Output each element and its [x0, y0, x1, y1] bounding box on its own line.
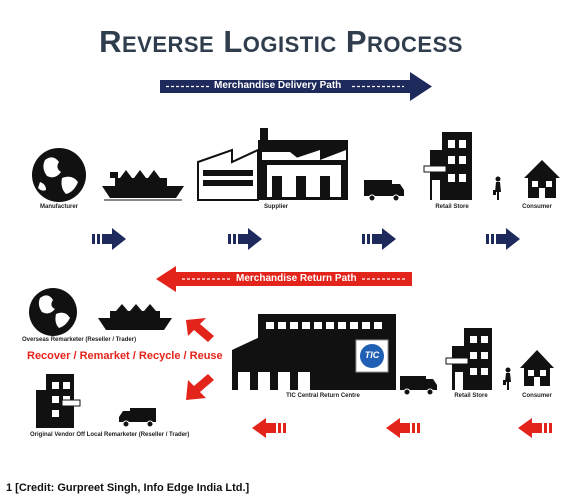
return-arrow-2 [386, 418, 420, 438]
cargo-ship-icon-overseas [98, 304, 172, 330]
label-manufacturer: Manufacturer [39, 204, 78, 210]
return-arrow-down-left [186, 374, 214, 400]
house-icon [524, 160, 560, 198]
tic-badge: TIC [364, 350, 380, 360]
delivery-truck-icon-vendor [119, 408, 156, 428]
shopper-icon [493, 176, 501, 200]
retail-store-icon-bottom [445, 328, 492, 390]
label-supplier: Supplier [263, 204, 288, 210]
recover-remarket-text: Recover / Remarket / Recycle / Reuse [27, 350, 223, 362]
globe-icon-overseas [29, 288, 77, 336]
house-icon-bottom [520, 350, 554, 386]
label-original-vendor: Original Vendor Off Local Remarketer (Re… [30, 432, 190, 438]
return-arrow-3 [518, 418, 552, 438]
cargo-ship-icon [102, 170, 184, 201]
vendor-building-icon [36, 374, 81, 428]
label-tic: TIC Central Return Centre [286, 393, 360, 399]
delivery-arrow-2 [228, 228, 262, 250]
return-path-label: Merchandise Return Path [236, 273, 357, 284]
delivery-arrow-1 [92, 228, 126, 250]
retail-store-icon [423, 132, 472, 200]
delivery-arrow-3 [362, 228, 396, 250]
return-path-banner [156, 266, 412, 292]
label-retail-store-bottom: Retail Store [454, 393, 488, 399]
delivery-truck-icon [364, 180, 404, 202]
factory-icon [197, 128, 348, 201]
delivery-truck-icon-bottom [400, 376, 437, 396]
return-arrow-up-left [186, 318, 214, 342]
delivery-arrow-4 [486, 228, 520, 250]
globe-icon [32, 148, 86, 202]
diagram-title: Reverse Logistic Process [99, 24, 463, 59]
delivery-path-banner [160, 72, 432, 101]
shopper-icon-bottom [503, 367, 511, 390]
label-consumer-top: Consumer [522, 204, 552, 210]
label-retail-store-top: Retail Store [435, 204, 469, 210]
label-consumer-bottom: Consumer [522, 393, 552, 399]
label-overseas: Overseas Remarketer (Reseller / Trader) [22, 337, 137, 343]
return-arrow-1 [252, 418, 286, 438]
image-credit: 1 [Credit: Gurpreet Singh, Info Edge Ind… [6, 482, 250, 494]
delivery-path-label: Merchandise Delivery Path [214, 80, 342, 91]
return-centre-icon [232, 314, 396, 390]
